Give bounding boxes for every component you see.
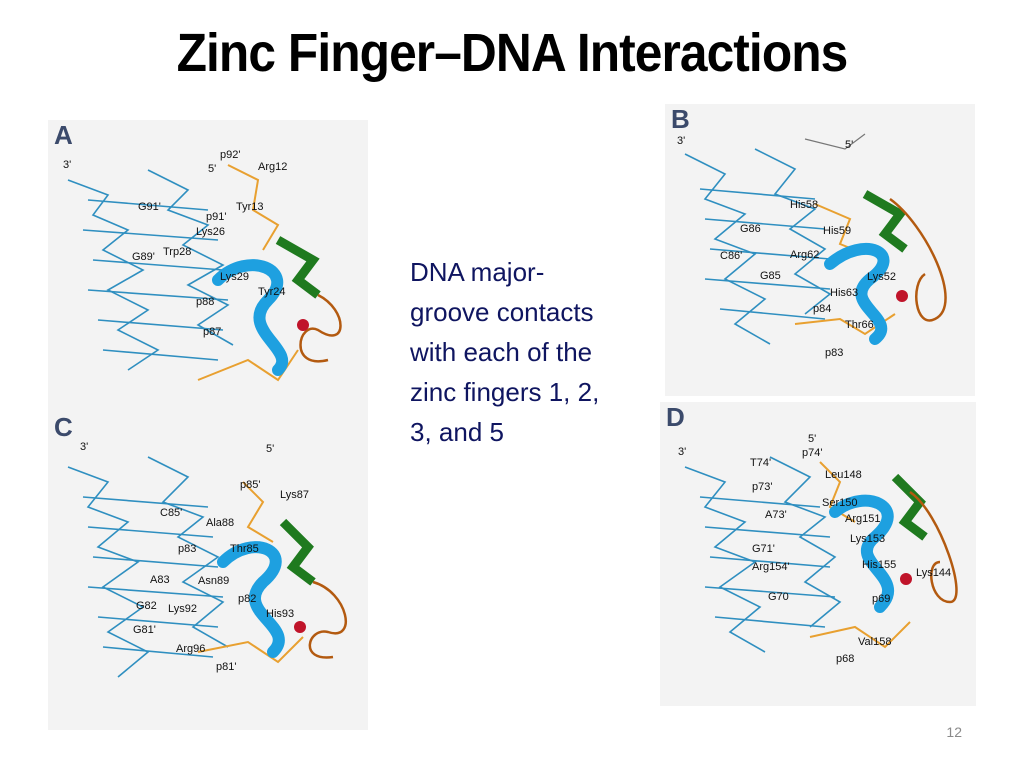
panel-a-label: Lys26 [196,226,225,238]
panel-a-label: G89' [132,251,155,263]
panel-c-label: A83 [150,574,170,586]
panel-a-molecule-drawing: 3' 5' p92' Arg12 G91' p91' Tyr13 Lys26 T… [63,149,342,382]
panel-c-letter: C [54,412,73,442]
panel-d-label: p74' [802,447,822,459]
panel-c-label: 3' [80,441,88,453]
panel-c-structure-image: C 3' 5' p85' Lys87 C85' Ala88 p83 Thr85 … [48,412,368,730]
panel-c-label: C85' [160,507,182,519]
panel-d-label: p68 [836,653,854,665]
panel-d-label: Lys153 [850,533,885,545]
panel-b-label: p84 [813,303,831,315]
panel-d-structure-image: D 3' 5' p74' T74' Leu148 p73' Ser150 A73… [660,402,976,706]
panel-a-label: p88 [196,296,214,308]
panel-c-label: p85' [240,479,260,491]
panel-b-label: His63 [830,287,858,299]
panel-d-label: Arg154' [752,561,790,573]
panel-a-label: 5' [208,163,216,175]
panel-c-label: Lys92 [168,603,197,615]
panel-d-label: p73' [752,481,772,493]
panel-d-label: His155 [862,559,896,571]
panel-c-label: Arg96 [176,643,205,655]
panel-b-label: G86 [740,223,761,235]
panel-a-label: p91' [206,211,226,223]
panel-a-label: G91' [138,201,161,213]
caption-text: DNA major-groove contacts with each of t… [410,257,600,447]
panel-b-label: p83 [825,347,843,359]
panel-d-label: Leu148 [825,469,862,481]
panel-a-structure-image: A 3' 5' p92' Arg12 G91' p91' Tyr13 Lys26… [48,120,368,420]
panel-b-label: G85 [760,270,781,282]
panel-d-label: G70 [768,591,789,603]
panel-d-label: Arg151 [845,513,880,525]
panel-b-letter: B [671,104,690,134]
panel-b-label: His59 [823,225,851,237]
panel-c-label: 5' [266,443,274,455]
panel-d-label: 5' [808,433,816,445]
panel-b-molecule-drawing: 3' 5' His58 G86 His59 C86' Arg62 G85 Lys… [677,133,947,359]
panel-d-letter: D [666,402,685,432]
panel-c-label: Ala88 [206,517,234,529]
panel-b-structure-image: B 3' 5' His58 G86 His59 C86' Arg62 G85 L… [665,104,975,396]
panel-c-label: Asn89 [198,575,229,587]
panel-d-label: G71' [752,543,775,555]
panel-a-letter: A [54,120,73,150]
panel-a-label: Trp28 [163,246,191,258]
panel-d-label: 3' [678,446,686,458]
panel-b-label: Lys52 [867,271,896,283]
panel-d-label: A73' [765,509,787,521]
panel-b-label: Arg62 [790,249,819,261]
panel-d-label: Ser150 [822,497,857,509]
panel-c-label: Thr85 [230,543,259,555]
panel-a-label: Arg12 [258,161,287,173]
panel-a-label: p92' [220,149,240,161]
page-number: 12 [946,724,962,740]
panel-c-label: p81' [216,661,236,673]
panel-d-label: p69 [872,593,890,605]
panel-b-label: 3' [677,135,685,147]
panel-a-label: Tyr24 [258,286,286,298]
slide-title: Zinc Finger–DNA Interactions [176,23,849,83]
panel-c-molecule-drawing: 3' 5' p85' Lys87 C85' Ala88 p83 Thr85 A8… [67,441,347,678]
panel-d-label: T74' [750,457,771,469]
panel-a-label: p87 [203,326,221,338]
panel-b-label: His58 [790,199,818,211]
panel-c-label: G81' [133,624,156,636]
panel-b-label: C86' [720,250,742,262]
panel-c-label: His93 [266,608,294,620]
panel-c-label: Lys87 [280,489,309,501]
panel-b-label: 5' [845,139,853,151]
panel-a-label: 3' [63,159,71,171]
panel-b-label: Thr66 [845,319,874,331]
panel-a-label: Tyr13 [236,201,264,213]
panel-d-label: Val158 [858,636,891,648]
panel-c-label: p82 [238,593,256,605]
panel-c-label: p83 [178,543,196,555]
panel-c-label: G82 [136,600,157,612]
panel-d-molecule-drawing: 3' 5' p74' T74' Leu148 p73' Ser150 A73' … [678,433,958,665]
panel-d-label: Lys144 [916,567,951,579]
panel-a-label: Lys29 [220,271,249,283]
